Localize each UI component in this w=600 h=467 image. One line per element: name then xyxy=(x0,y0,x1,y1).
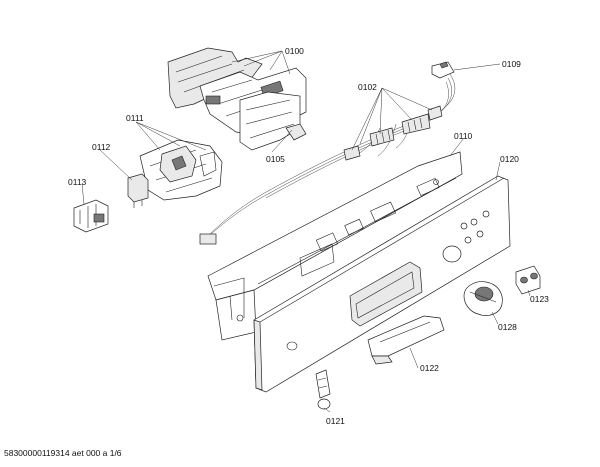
part-0120-front-panel xyxy=(253,175,511,393)
label-0100: 0100 xyxy=(285,46,304,56)
part-0112-relay xyxy=(127,173,149,208)
label-0120: 0120 xyxy=(500,154,519,164)
callout-labels: 0100 0102 0105 0109 0110 0111 0112 0113 … xyxy=(68,46,549,426)
leader-lines xyxy=(81,50,531,413)
part-0111-bracket xyxy=(139,139,223,201)
label-0102: 0102 xyxy=(358,82,377,92)
label-0122: 0122 xyxy=(420,363,439,373)
label-0123: 0123 xyxy=(530,294,549,304)
part-0128-knob xyxy=(463,281,503,316)
part-0121-lever xyxy=(315,369,331,410)
part-0110-inner-frame xyxy=(207,151,463,341)
part-0109-plug xyxy=(431,61,455,79)
drawing-number-footer: 58300000119314 aet 000 a 1/6 xyxy=(4,448,122,458)
label-0112: 0112 xyxy=(92,142,111,152)
part-0113-connector xyxy=(73,199,109,233)
label-0105: 0105 xyxy=(266,154,285,164)
part-0123-switch xyxy=(515,265,541,295)
label-0110: 0110 xyxy=(454,131,473,141)
part-0102-harness xyxy=(199,73,455,245)
label-0121: 0121 xyxy=(326,416,345,426)
part-0122-door-handle xyxy=(367,315,445,365)
label-0109: 0109 xyxy=(502,59,521,69)
label-0113: 0113 xyxy=(68,177,87,187)
label-0111: 0111 xyxy=(126,113,144,123)
part-0100-module-housing xyxy=(167,47,307,151)
label-0128: 0128 xyxy=(498,322,517,332)
